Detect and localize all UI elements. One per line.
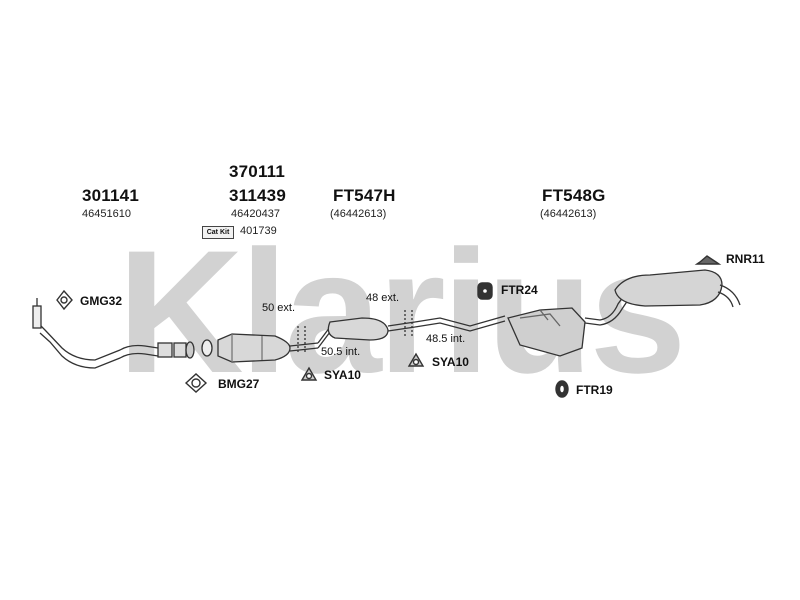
bracket-icon — [694, 255, 722, 265]
svg-text:Klarius: Klarius — [117, 215, 682, 410]
middle-silencer — [327, 317, 389, 341]
part-label-rnr11: RNR11 — [726, 252, 765, 266]
part-code-370111: 370111 — [229, 162, 286, 181]
oe-number: (46442613) — [330, 208, 387, 220]
cat-kit-number: 401739 — [240, 225, 277, 237]
cat-kit-badge: Cat Kit — [202, 226, 234, 239]
part-code-301141: 301141 — [82, 186, 139, 205]
measurement-label: 50.5 int. — [321, 346, 361, 358]
part-label-sya10: SYA10 — [324, 368, 361, 382]
part-code-311439: 311439 — [229, 186, 286, 205]
oe-number: 46420437 — [231, 208, 280, 220]
rear-silencer — [507, 307, 586, 357]
part-code-ft547h: FT547H — [333, 186, 396, 205]
measurement-label: 50 ext. — [262, 302, 296, 314]
part-label-ftr24: FTR24 — [501, 283, 538, 297]
catalytic-converter — [217, 333, 291, 363]
part-code-ft548g: FT548G — [542, 186, 606, 205]
part-label-bmg27: BMG27 — [218, 377, 260, 391]
part-label-gmg32: GMG32 — [80, 294, 123, 308]
oe-number: 46451610 — [82, 208, 131, 220]
oe-number: (46442613) — [540, 208, 597, 220]
part-label-sya10: SYA10 — [432, 355, 469, 369]
measurement-label: 48.5 int. — [426, 333, 466, 345]
part-label-ftr19: FTR19 — [576, 383, 613, 397]
measurement-label: 48 ext. — [366, 292, 400, 304]
tail-silencer — [614, 269, 723, 307]
front-pipe — [39, 324, 159, 361]
